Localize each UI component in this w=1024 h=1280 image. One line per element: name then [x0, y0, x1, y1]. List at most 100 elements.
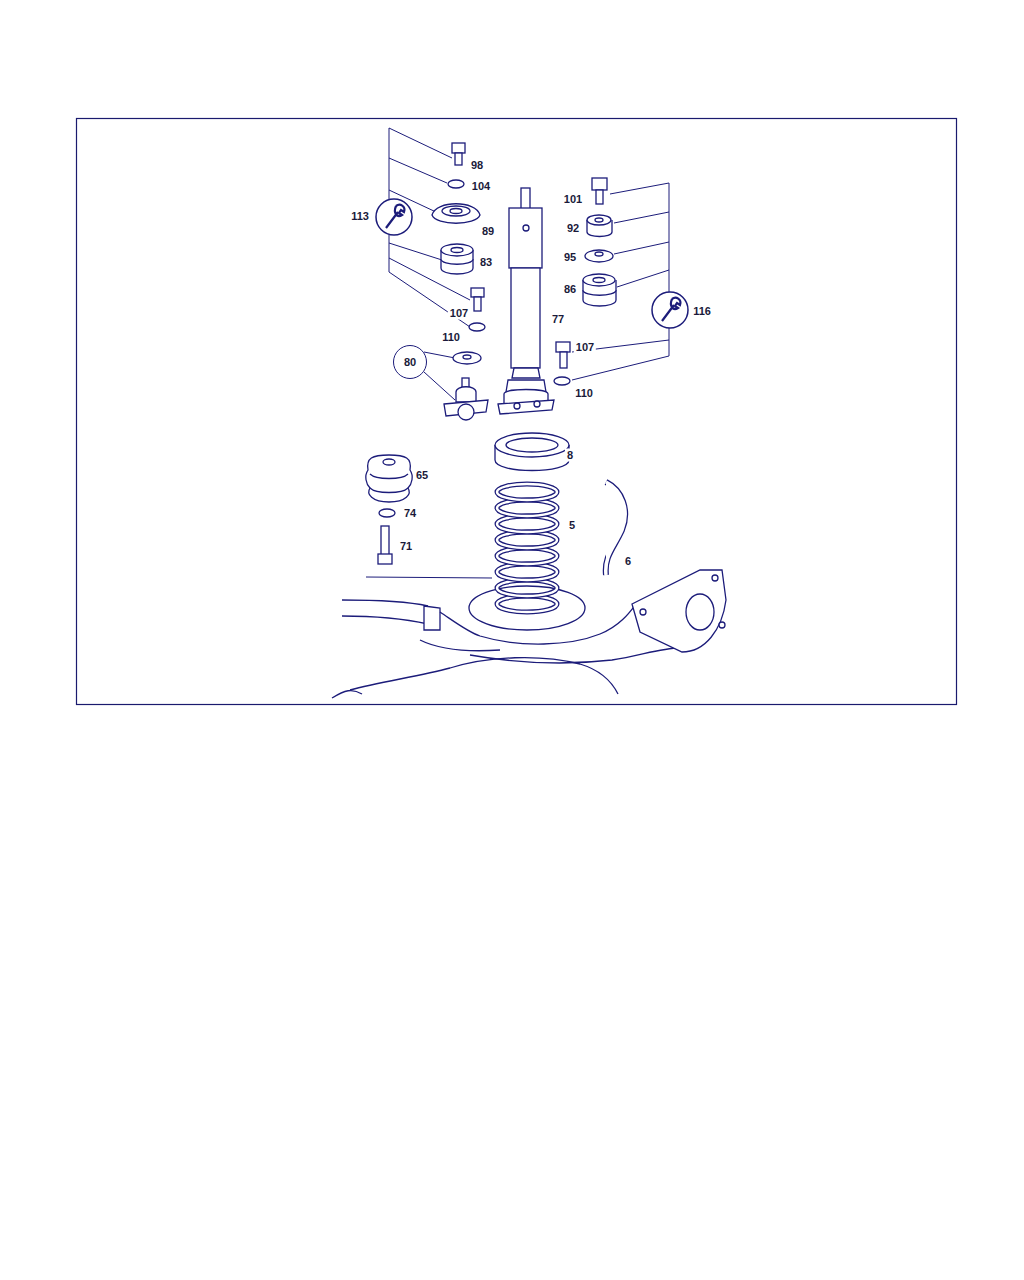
- illustration-stroke: [474, 297, 481, 311]
- callout-number: 6: [623, 555, 633, 568]
- callout-number: 95: [562, 251, 578, 264]
- callout-number: 92: [565, 222, 581, 235]
- illustration-stroke: [587, 215, 611, 225]
- illustration-stroke: [534, 401, 540, 407]
- illustration-stroke: [652, 292, 688, 328]
- illustration-stroke: [614, 212, 669, 223]
- illustration-stroke: [376, 199, 412, 235]
- callout-number: 113: [349, 210, 371, 223]
- illustration-stroke: [617, 270, 669, 287]
- illustration-stroke: [441, 259, 473, 264]
- illustration-stroke: [596, 190, 603, 204]
- callout-number: 86: [562, 283, 578, 296]
- illustration-stroke: [383, 459, 395, 465]
- illustration-stroke: [523, 225, 529, 231]
- callout-number: 8: [565, 449, 575, 462]
- illustration-stroke: [498, 400, 554, 414]
- illustration-stroke: [456, 387, 476, 402]
- illustration-stroke: [610, 183, 669, 194]
- illustration-stroke: [686, 594, 714, 630]
- illustration-stroke: [424, 606, 440, 630]
- callout-number: 89: [480, 225, 496, 238]
- illustration-stroke: [712, 575, 718, 581]
- callout-number: 80: [404, 357, 416, 368]
- illustration-stroke: [511, 268, 540, 368]
- callout-number: 5: [567, 519, 577, 532]
- illustration-stroke: [389, 128, 452, 158]
- illustration-stroke: [595, 252, 603, 256]
- illustration-stroke: [572, 356, 669, 380]
- coil-spring: [497, 484, 557, 612]
- illustration-stroke: [378, 554, 392, 564]
- illustration-stroke: [669, 183, 670, 292]
- illustration-stroke: [662, 298, 680, 321]
- illustration-stroke: [386, 205, 404, 228]
- callout-number: 65: [414, 469, 430, 482]
- illustration-stroke: [595, 218, 603, 222]
- illustration-stroke: [379, 509, 395, 517]
- callout-number: 101: [562, 193, 584, 206]
- callout-number: 98: [469, 159, 485, 172]
- illustration-stroke: [497, 484, 557, 500]
- illustration-stroke: [593, 278, 605, 283]
- illustration-stroke: [441, 244, 473, 256]
- leader-lines: [366, 128, 669, 578]
- illustration-stroke: [451, 248, 463, 253]
- illustration-stroke: [469, 323, 485, 331]
- frame: [77, 119, 957, 705]
- illustration-stroke: [640, 609, 646, 615]
- illustration-stroke: [332, 640, 500, 698]
- illustration-stroke: [497, 484, 557, 500]
- callout-number: 107: [574, 341, 596, 354]
- callout-number: 116: [691, 305, 713, 318]
- illustration-stroke: [424, 352, 455, 358]
- illustration-stroke: [389, 128, 390, 199]
- illustration-stroke: [495, 433, 569, 457]
- illustration-stroke: [592, 178, 607, 190]
- illustration-stroke: [370, 474, 408, 493]
- illustration-stroke: [342, 600, 428, 624]
- illustration-stroke: [432, 204, 480, 224]
- illustration-stroke: [450, 209, 462, 214]
- illustration-stroke: [389, 158, 447, 183]
- illustration-stroke: [669, 328, 670, 356]
- callout-number: 107: [448, 307, 470, 320]
- illustration-stroke: [381, 526, 389, 556]
- illustration-stroke: [554, 377, 570, 385]
- illustration-stroke: [463, 355, 471, 359]
- illustration-stroke: [521, 188, 530, 210]
- illustration-stroke: [455, 153, 462, 165]
- illustration-stroke: [556, 342, 570, 352]
- illustration-stroke: [506, 438, 558, 452]
- illustration-stroke: [512, 368, 540, 378]
- illustration-stroke: [389, 243, 442, 260]
- parts: [332, 143, 726, 698]
- illustration-stroke: [514, 403, 520, 409]
- callout-number: 74: [402, 507, 418, 520]
- illustration-stroke: [632, 570, 726, 652]
- illustration-stroke: [453, 352, 481, 364]
- illustration-stroke: [470, 648, 680, 663]
- illustration-stroke: [77, 119, 957, 705]
- callout-number: 77: [550, 313, 566, 326]
- illustration-stroke: [424, 372, 455, 400]
- illustration-stroke: [389, 235, 390, 272]
- callout-circle: 80: [393, 345, 427, 379]
- callout-number: 104: [470, 180, 492, 193]
- illustration-stroke: [583, 274, 615, 286]
- illustration-stroke: [458, 404, 474, 420]
- illustration-stroke: [442, 206, 470, 216]
- illustration-stroke: [366, 577, 492, 578]
- illustration-stroke: [585, 250, 613, 262]
- callout-number: 110: [440, 331, 462, 344]
- illustration-stroke: [448, 180, 464, 188]
- illustration-stroke: [614, 242, 669, 254]
- illustration-stroke: [471, 288, 484, 297]
- illustration-stroke: [389, 272, 470, 327]
- illustration-stroke: [452, 143, 465, 153]
- illustration-stroke: [719, 622, 725, 628]
- callout-number: 83: [478, 256, 494, 269]
